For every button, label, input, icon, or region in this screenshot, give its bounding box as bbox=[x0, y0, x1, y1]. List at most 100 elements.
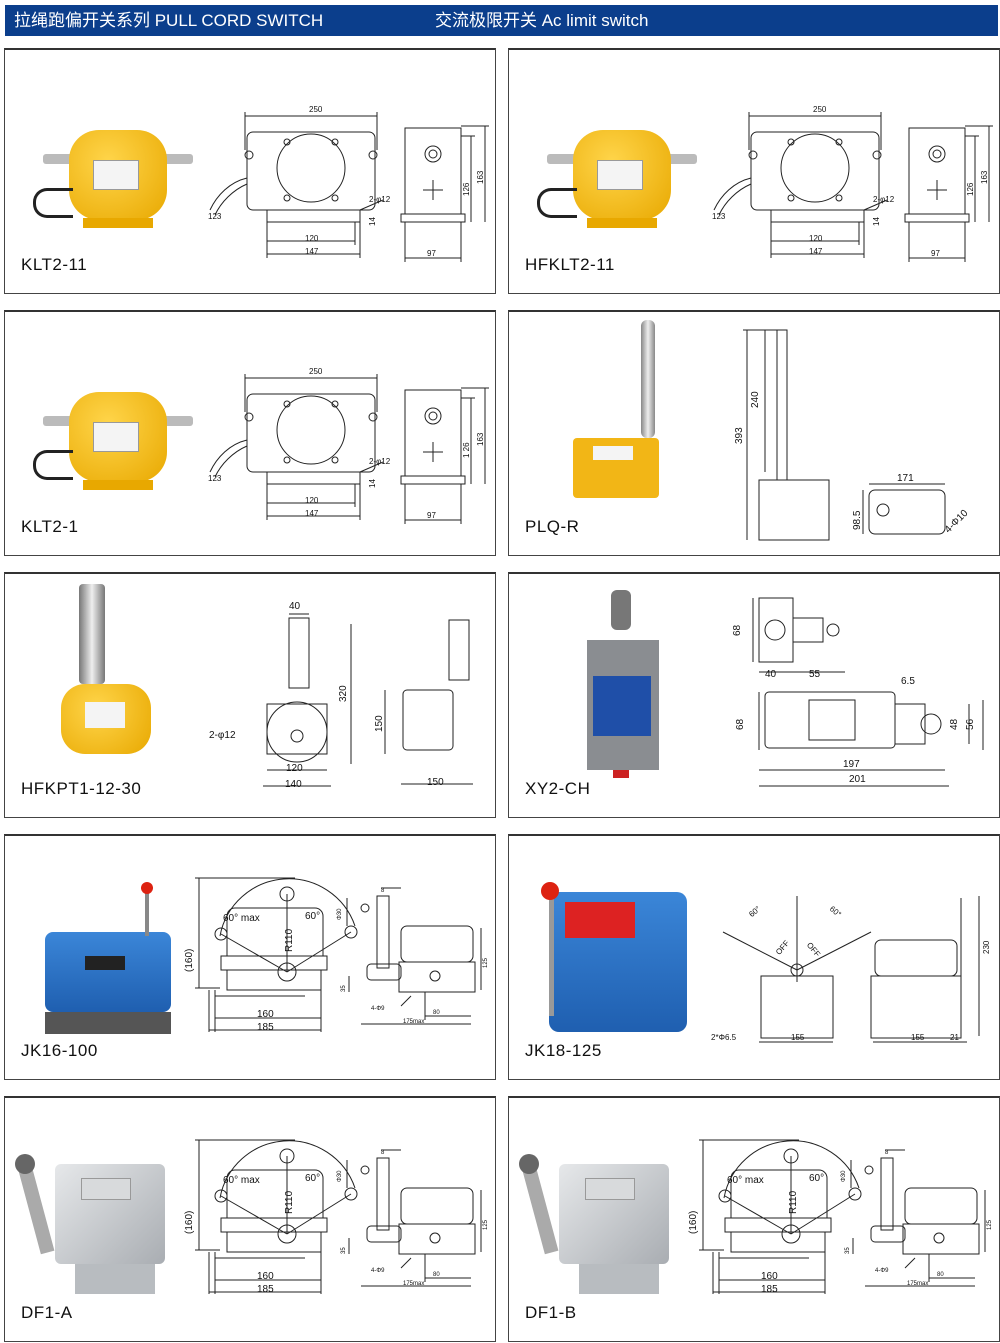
dimension-drawing bbox=[195, 877, 482, 1032]
product-card-klt2-11: 250 123 2-φ12 14 120 147 126 163 97 KLT2… bbox=[4, 48, 496, 294]
dim-depth: 97 bbox=[427, 249, 436, 258]
product-card-hfklt2-11: 250 123 2-φ12 14 120 147 126 163 97 HFKL… bbox=[508, 48, 1000, 294]
dim-height-1: 1 26 bbox=[462, 442, 471, 458]
dimension-drawing bbox=[713, 112, 993, 262]
dim-radius: R110 bbox=[284, 1190, 295, 1214]
dim-radius: R110 bbox=[788, 1190, 799, 1214]
dim-holes: 2-φ12 bbox=[873, 195, 895, 204]
dim-angle: 60° bbox=[305, 911, 321, 922]
model-name: PLQ-R bbox=[525, 517, 580, 536]
dim-height: 230 bbox=[982, 940, 991, 954]
dim-height-2: 163 bbox=[476, 170, 485, 184]
dim-span-1: 160 bbox=[257, 1009, 274, 1020]
dim-span-1: 120 bbox=[305, 234, 319, 243]
dim-holes: 2*Φ6.5 bbox=[711, 1033, 737, 1042]
dim-cord: 123 bbox=[712, 212, 726, 221]
product-card-df1-a: (160) 60° max 60° R110 160 185 8 Φ30 125… bbox=[4, 1096, 496, 1342]
model-name: HFKPT1-12-30 bbox=[21, 779, 142, 798]
dim-holes: 4-Φ9 bbox=[371, 1006, 385, 1012]
dim-offset: 8 bbox=[381, 1150, 385, 1156]
page-header: 拉绳跑偏开关系列 PULL CORD SWITCH 交流极限开关 Ac limi… bbox=[5, 5, 998, 36]
product-photo bbox=[33, 372, 203, 502]
dim-height-1: 126 bbox=[462, 182, 471, 196]
dim-rod-width: 40 bbox=[289, 601, 301, 612]
model-name: KLT2-1 bbox=[21, 517, 79, 536]
dim-foot: 14 bbox=[368, 479, 377, 488]
dim-top-height: 68 bbox=[732, 624, 743, 636]
dim-span-1: 120 bbox=[809, 234, 823, 243]
dim-holes: 4-Φ9 bbox=[875, 1268, 889, 1274]
product-photo bbox=[33, 110, 203, 240]
dim-span-1: 155 bbox=[791, 1033, 805, 1042]
dim-height: (160) bbox=[184, 948, 195, 972]
dim-holes: 4-Φ9 bbox=[371, 1268, 385, 1274]
dimension-drawing bbox=[195, 1139, 482, 1294]
model-name: DF1-B bbox=[525, 1303, 577, 1322]
dim-base: 35 bbox=[845, 1247, 851, 1254]
dim-holes: 2-φ12 bbox=[369, 457, 391, 466]
model-name: HFKLT2-11 bbox=[525, 255, 615, 274]
dim-height: 98.5 bbox=[852, 510, 863, 530]
dim-foot: 14 bbox=[872, 217, 881, 226]
dim-length-1: 197 bbox=[843, 759, 860, 770]
dim-height-2: 125 bbox=[987, 1219, 993, 1230]
dim-diameter: Φ30 bbox=[841, 1170, 847, 1182]
dim-cord: 123 bbox=[208, 474, 222, 483]
model-name: KLT2-11 bbox=[21, 255, 88, 274]
product-card-xy2-ch: 68 40 55 6.5 68 48 56 197 201 XY2-CH bbox=[508, 572, 1000, 818]
product-photo bbox=[549, 320, 669, 520]
dim-r2: 56 bbox=[965, 718, 976, 730]
product-card-df1-b: (160) 60° max 60° R110 160 185 8 Φ30 125… bbox=[508, 1096, 1000, 1342]
product-card-plq-r: 240 393 171 98.5 4-Φ10 PLQ-R bbox=[508, 310, 1000, 556]
dim-height: (160) bbox=[688, 1210, 699, 1234]
model-name: XY2-CH bbox=[525, 779, 591, 798]
dim-angle: 60° bbox=[809, 1173, 825, 1184]
dim-height: (160) bbox=[184, 1210, 195, 1234]
product-photo bbox=[537, 110, 707, 240]
dimension-drawing bbox=[743, 329, 946, 541]
dim-radius: R110 bbox=[284, 928, 295, 952]
dim-c: 80 bbox=[937, 1272, 944, 1278]
model-name: JK16-100 bbox=[21, 1041, 98, 1060]
dim-width: 250 bbox=[309, 367, 323, 376]
dim-span-2: 185 bbox=[257, 1284, 274, 1295]
dim-total: 320 bbox=[338, 685, 349, 702]
product-photo bbox=[519, 1144, 689, 1304]
dim-holes: 2-φ12 bbox=[369, 195, 391, 204]
dim-base: 35 bbox=[341, 1247, 347, 1254]
model-name: JK18-125 bbox=[525, 1041, 602, 1060]
dim-a: 40 bbox=[765, 669, 777, 680]
dim-rod: 240 bbox=[750, 391, 761, 408]
dim-foot: 14 bbox=[368, 217, 377, 226]
dim-angle-max: 60° max bbox=[223, 1175, 260, 1186]
dim-height: 68 bbox=[735, 718, 746, 730]
dimension-drawing bbox=[209, 374, 489, 524]
dim-height-2: 163 bbox=[476, 432, 485, 446]
product-photo bbox=[583, 590, 663, 780]
dim-width: 171 bbox=[897, 473, 914, 484]
dim-height-2: 125 bbox=[483, 957, 489, 968]
product-photo bbox=[55, 584, 185, 764]
dim-c: 80 bbox=[433, 1010, 440, 1016]
dimension-drawing bbox=[699, 1139, 986, 1294]
dim-height-2: 163 bbox=[980, 170, 989, 184]
dim-span-2: 185 bbox=[761, 1284, 778, 1295]
dimension-drawing bbox=[752, 597, 984, 787]
product-card-klt2-1: 250 123 2-φ12 14 120 147 1 26 163 97 KLT… bbox=[4, 310, 496, 556]
dim-depth: 97 bbox=[427, 511, 436, 520]
pull-cord-title: 拉绳跑偏开关系列 PULL CORD SWITCH bbox=[14, 11, 324, 30]
dim-diameter: Φ30 bbox=[337, 1170, 343, 1182]
dimension-drawing bbox=[722, 896, 980, 1043]
dim-angle-max: 60° max bbox=[223, 913, 260, 924]
dim-span-1: 120 bbox=[305, 496, 319, 505]
dim-span-1: 160 bbox=[761, 1271, 778, 1282]
dim-offset: 8 bbox=[885, 1150, 889, 1156]
model-name: DF1-A bbox=[21, 1303, 73, 1322]
product-card-jk18-125: 60° 60° OFF OFF 230 2*Φ6.5 155 155 21 JK… bbox=[508, 834, 1000, 1080]
dim-span-2: 147 bbox=[809, 247, 823, 256]
dim-depth: 150 bbox=[427, 777, 444, 788]
dim-width: 250 bbox=[813, 105, 827, 114]
product-photo bbox=[15, 1144, 185, 1304]
dim-angle: 60° bbox=[305, 1173, 321, 1184]
product-card-hfkpt1-12-30: 40 320 2-φ12 120 140 150 150 HFKPT1-12-3… bbox=[4, 572, 496, 818]
